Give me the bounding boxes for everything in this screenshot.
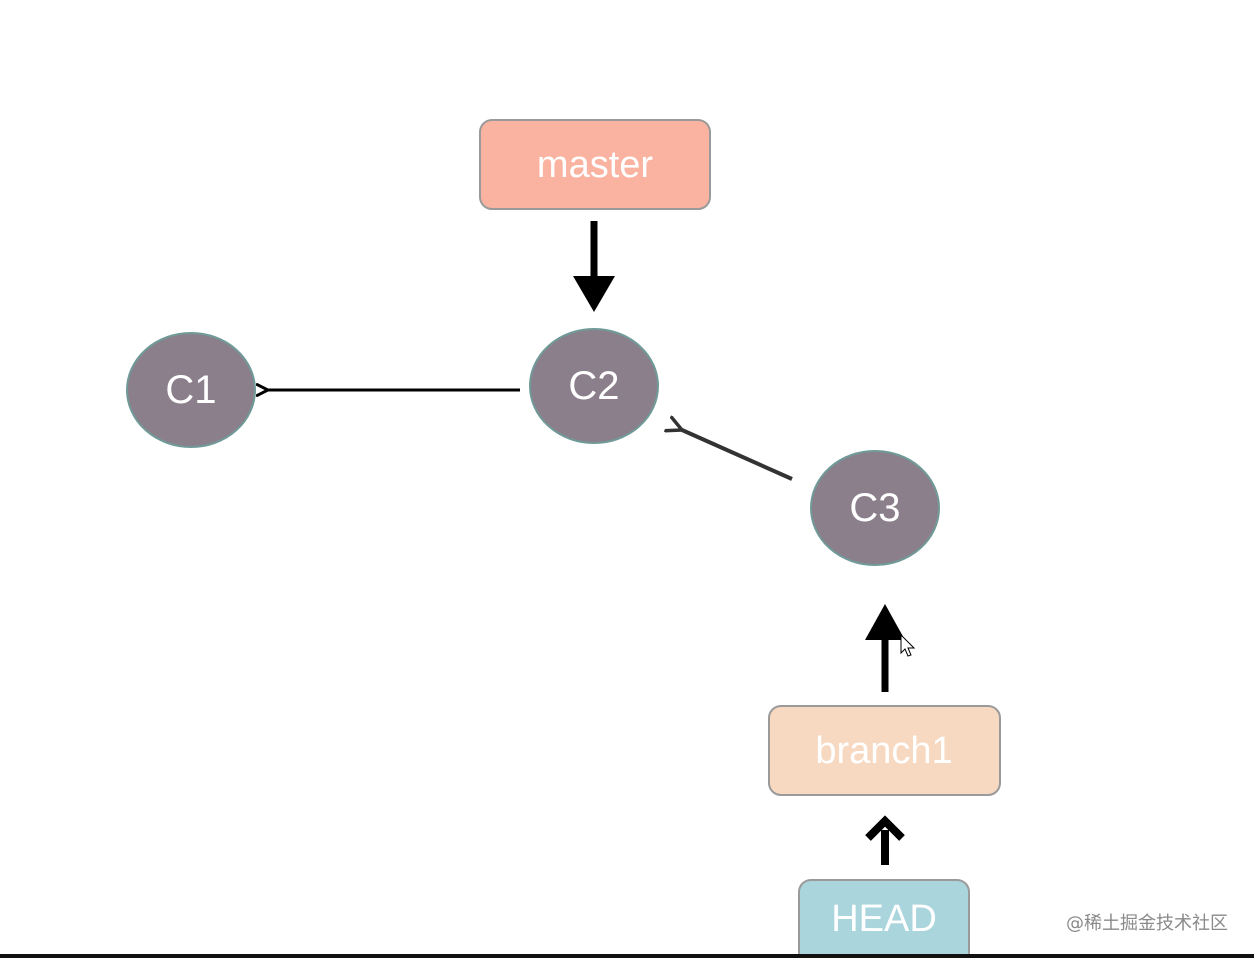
commit-c3-label: C3: [849, 486, 900, 530]
ref-master: master: [479, 119, 711, 210]
commit-c3: C3: [810, 450, 940, 566]
commit-c1-node: [126, 332, 256, 448]
ref-master-box: [479, 119, 711, 210]
head-to-branch1-arrow: [865, 815, 905, 865]
commit-c2: C2: [529, 328, 659, 444]
commit-c3-node: [810, 450, 940, 566]
watermark-text: @稀土掘金技术社区: [1066, 913, 1228, 934]
branch1-to-c3-arrow: [865, 604, 905, 692]
master-to-c2-arrow: [573, 221, 615, 312]
commit-c1-label: C1: [165, 368, 216, 412]
bottom-border: [0, 954, 1254, 958]
commit-c2-node: [529, 328, 659, 444]
commit-c1: C1: [126, 332, 256, 448]
ref-branch1-label: branch1: [815, 730, 952, 772]
ref-branch1: branch1: [768, 705, 1001, 796]
ref-head: HEAD: [798, 879, 970, 958]
mouse-cursor-icon: [900, 633, 916, 657]
ref-master-label: master: [537, 144, 653, 186]
commit-c2-label: C2: [568, 364, 619, 408]
ref-branch1-box: [768, 705, 1001, 796]
ref-head-label: HEAD: [831, 898, 937, 940]
ref-head-box: [798, 879, 970, 958]
c3-to-c2-arrow: [682, 430, 793, 481]
